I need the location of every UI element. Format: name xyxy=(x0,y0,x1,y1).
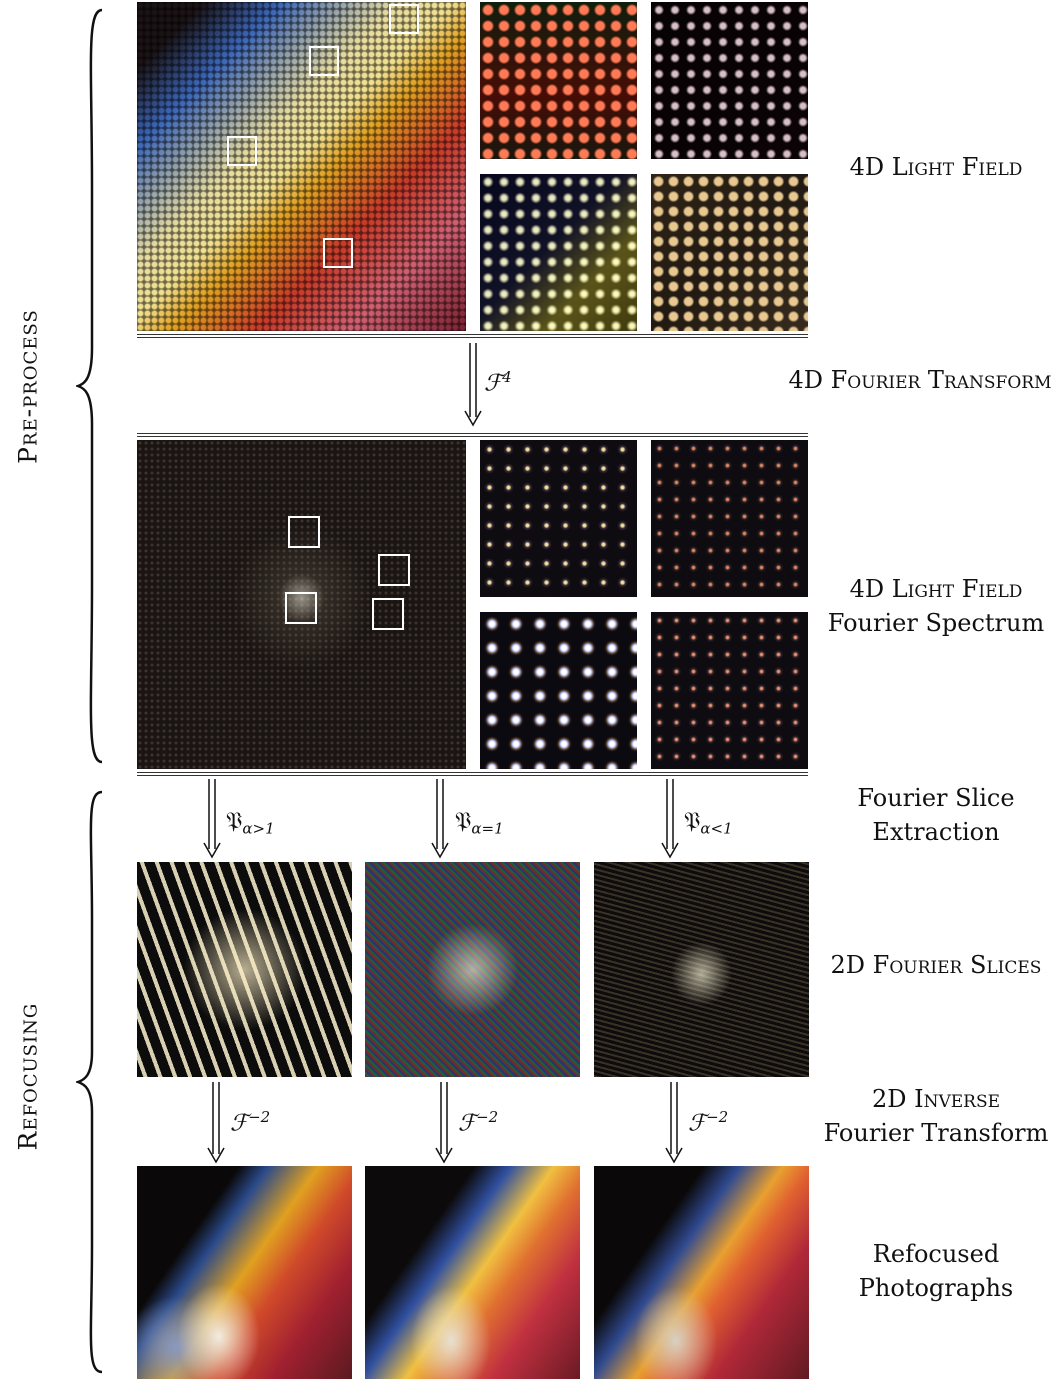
spectrum-label-line2: Fourier Spectrum xyxy=(827,609,1045,637)
inv2-base: ℱ xyxy=(458,1110,477,1137)
rule-mid-1 xyxy=(137,433,808,434)
zoom-box-4 xyxy=(323,238,353,268)
slice-operator-gt: 𝔓α>1 xyxy=(226,808,275,838)
refocused-photo-3 xyxy=(594,1166,809,1379)
slice-eq-base: 𝔓 xyxy=(455,808,472,834)
light-field-zoom-4 xyxy=(651,174,808,331)
inverse-arrow-2 xyxy=(435,1082,453,1164)
spectrum-label-line1: 4D Light Field xyxy=(849,575,1023,603)
zoom-box-3 xyxy=(227,136,257,166)
inverse-label-line1: 2D Inverse xyxy=(871,1085,1001,1113)
inverse-arrow-3 xyxy=(665,1082,683,1164)
f4-base: ℱ xyxy=(484,370,503,397)
slice-extraction-line1: Fourier Slice xyxy=(857,784,1015,812)
fourier-transform-operator: ℱ4 xyxy=(484,368,512,397)
preprocess-label: Pre-process xyxy=(13,309,43,464)
slice-lt-sub: α<1 xyxy=(700,819,733,838)
rule-mid-2 xyxy=(137,436,808,437)
rule-bottom-2 xyxy=(137,775,808,776)
inverse-operator-1: ℱ−2 xyxy=(230,1108,270,1137)
light-field-zoom-2 xyxy=(651,2,808,159)
spectrum-zoom-3 xyxy=(480,612,637,769)
slice-arrow-gt xyxy=(203,779,221,859)
spectrum-zoom-1 xyxy=(480,440,637,597)
fourier-transform-label: 4D Fourier Transform xyxy=(780,363,1060,397)
spectrum-box-2 xyxy=(378,554,410,586)
fourier-transform-arrow xyxy=(464,343,482,427)
f4-sup: 4 xyxy=(502,368,512,386)
fourier-slices-label: 2D Fourier Slices xyxy=(812,948,1060,982)
rule-top-2 xyxy=(137,337,808,338)
light-field-zoom-1 xyxy=(480,2,637,159)
slice-operator-eq: 𝔓α=1 xyxy=(455,808,504,838)
slice-arrow-lt xyxy=(661,779,679,859)
slice-operator-lt: 𝔓α<1 xyxy=(684,808,733,838)
slice-lt-base: 𝔓 xyxy=(684,808,701,834)
slice-eq-sub: α=1 xyxy=(471,819,504,838)
fourier-slices-label-text: 2D Fourier Slices xyxy=(830,951,1042,979)
refocusing-label: Refocusing xyxy=(13,1002,43,1151)
photos-label-line2: Photographs xyxy=(858,1274,1014,1302)
inv2-sup: −2 xyxy=(476,1108,499,1126)
inv1-base: ℱ xyxy=(230,1110,249,1137)
refocused-photo-2 xyxy=(365,1166,580,1379)
fourier-transform-label-text: 4D Fourier Transform xyxy=(788,366,1052,394)
photos-label-line1: Refocused xyxy=(872,1240,1000,1268)
zoom-box-2 xyxy=(309,46,339,76)
inverse-label-line2: Fourier Transform xyxy=(823,1119,1049,1147)
rule-bottom-1 xyxy=(137,772,808,773)
inverse-operator-3: ℱ−2 xyxy=(688,1108,728,1137)
slice-arrow-eq xyxy=(431,779,449,859)
refocusing-brace xyxy=(76,790,103,1374)
inverse-arrow-1 xyxy=(207,1082,225,1164)
fourier-slice-lt xyxy=(594,862,809,1077)
light-field-label-text: 4D Light Field xyxy=(849,153,1023,181)
photos-label: Refocused Photographs xyxy=(812,1237,1060,1305)
inverse-label: 2D Inverse Fourier Transform xyxy=(812,1082,1060,1150)
light-field-main-image xyxy=(137,2,466,331)
slice-extraction-line2: Extraction xyxy=(872,818,1000,846)
spectrum-box-4 xyxy=(372,598,404,630)
slice-gt-sub: α>1 xyxy=(242,819,275,838)
inv3-sup: −2 xyxy=(706,1108,729,1126)
inverse-operator-2: ℱ−2 xyxy=(458,1108,498,1137)
spectrum-label: 4D Light Field Fourier Spectrum xyxy=(812,572,1060,640)
spectrum-zoom-2 xyxy=(651,440,808,597)
zoom-box-1 xyxy=(389,4,419,34)
fourier-slice-eq xyxy=(365,862,580,1077)
light-field-label: 4D Light Field xyxy=(812,150,1060,184)
slice-extraction-label: Fourier Slice Extraction xyxy=(812,781,1060,849)
spectrum-zoom-4 xyxy=(651,612,808,769)
light-field-zoom-3 xyxy=(480,174,637,331)
slice-gt-base: 𝔓 xyxy=(226,808,243,834)
spectrum-box-3 xyxy=(285,592,317,624)
refocused-photo-1 xyxy=(137,1166,352,1379)
fourier-slice-gt xyxy=(137,862,352,1077)
inv1-sup: −2 xyxy=(248,1108,271,1126)
fourier-spectrum-main-image xyxy=(137,440,466,769)
spectrum-box-1 xyxy=(288,516,320,548)
rule-top-1 xyxy=(137,334,808,335)
inv3-base: ℱ xyxy=(688,1110,707,1137)
preprocess-brace xyxy=(76,8,103,764)
